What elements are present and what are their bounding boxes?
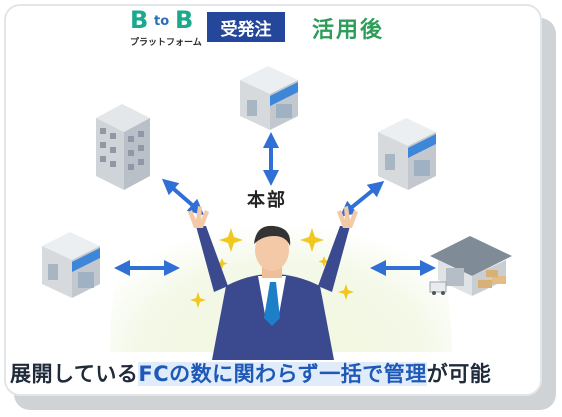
sparkle-icon [190,292,206,308]
store-top-icon [240,66,298,130]
caption-highlight: FCの数に関わらず一括で管理 [138,362,427,386]
logo-b-right: B [175,6,194,34]
sparkle-icons [190,228,354,308]
warehouse-icon [429,236,512,296]
arrow-up-left [161,178,205,216]
header: B to B プラットフォーム 受発注 活用後 [0,0,562,52]
sparkle-icon [219,228,243,252]
connection-arrows [114,132,436,276]
office-building-icon [96,104,150,190]
logo-b-left: B [130,6,149,34]
sparkle-icon [318,256,330,267]
headquarters-label: 本部 [247,190,287,211]
caption-before: 展開している [10,362,139,386]
sparkle-icon [300,228,324,252]
logo-to: to [154,14,170,29]
arrow-up-right [339,180,385,218]
sparkle-icon [338,284,354,300]
order-badge: 受発注 [207,12,285,42]
caption-after: が可能 [426,362,492,386]
logo-subtitle: プラットフォーム [130,38,202,48]
sparkle-icon [216,258,228,269]
store-right-icon [378,118,436,190]
businessman-figure [188,206,358,360]
store-left-icon [42,232,100,298]
caption: 展開しているFCの数に関わらず一括で管理が可能 [10,358,491,388]
btob-platform-logo: B to B プラットフォーム [130,6,204,50]
after-label: 活用後 [312,18,385,43]
